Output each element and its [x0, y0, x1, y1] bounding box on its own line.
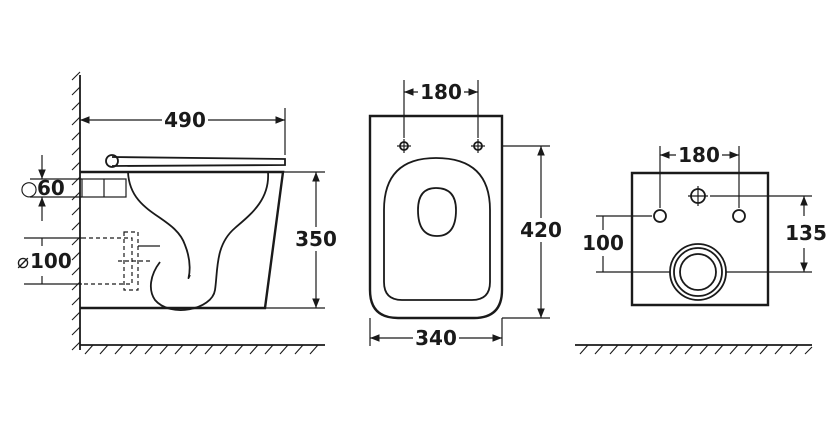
top-view: 180 420 340 — [368, 80, 564, 350]
wall-hatch — [71, 71, 81, 351]
drain-diameter-dimension: 100 — [30, 249, 72, 273]
drain-symbol: ⌀ — [17, 249, 29, 273]
rear-bolt-height-dimension: 100 — [582, 231, 624, 255]
top-bolt-spacing-dimension: 180 — [420, 80, 462, 104]
top-width-dimension: 340 — [415, 326, 457, 350]
side-height-dimension: 350 — [295, 227, 337, 251]
rear-view: 180 100 135 — [575, 143, 827, 355]
rear-drain-height-dimension: 135 — [785, 221, 827, 245]
floor-hatch-left — [80, 344, 325, 355]
floor-hatch-right — [575, 344, 813, 355]
rear-bolt-spacing-dimension: 180 — [678, 143, 720, 167]
toilet-side-outline — [80, 154, 286, 311]
inlet-diameter-dimension: 60 — [37, 176, 65, 200]
top-length-dimension: 420 — [520, 218, 562, 242]
inlet-symbol: ○ — [20, 176, 37, 200]
side-width-dimension: 490 — [164, 108, 206, 132]
side-view: 490 350 ○ 60 ⌀ 100 — [17, 71, 339, 355]
